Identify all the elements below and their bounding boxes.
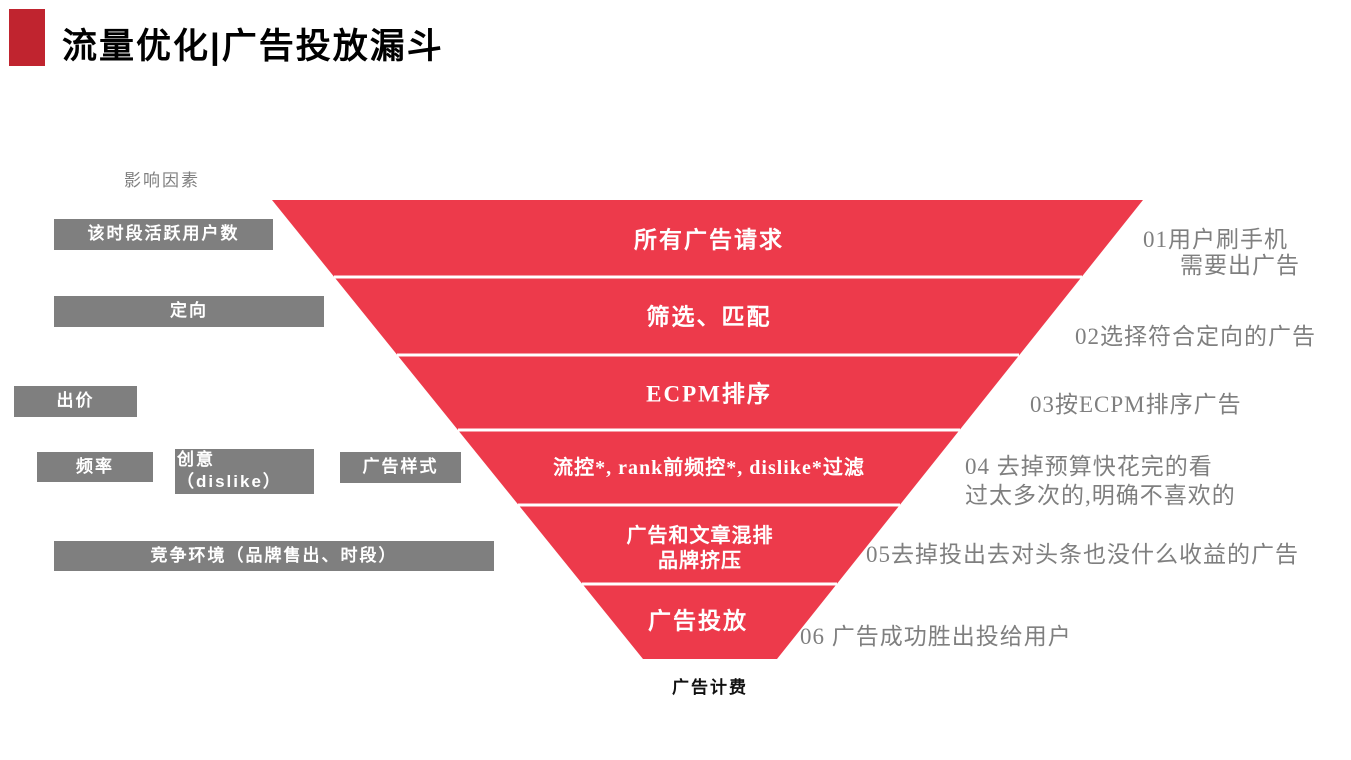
funnel-layer-2-label: 筛选、匹配 xyxy=(647,304,772,330)
factor-box-active-users: 该时段活跃用户数 xyxy=(54,219,273,250)
annotation-01-line1: 01用户刷手机 xyxy=(1143,227,1288,252)
title-accent-square xyxy=(9,9,45,66)
factor-box-bid: 出价 xyxy=(14,386,137,417)
annotation-05: 05去掉投出去对头条也没什么收益的广告 xyxy=(866,542,1299,567)
factor-box-competition: 竞争环境（品牌售出、时段） xyxy=(54,541,494,571)
annotation-03: 03按ECPM排序广告 xyxy=(1030,392,1242,417)
funnel-layer-1-label: 所有广告请求 xyxy=(634,227,784,253)
factor-label: 出价 xyxy=(56,391,95,411)
page-title: 流量优化|广告投放漏斗 xyxy=(62,27,444,66)
factor-label: 频率 xyxy=(76,456,114,476)
funnel-layer-4-label: 流控*, rank前频控*, dislike*过滤 xyxy=(553,455,865,479)
factor-label: 该时段活跃用户数 xyxy=(87,224,240,244)
funnel-layer-3-label: ECPM排序 xyxy=(646,381,772,407)
factor-label: 创意 xyxy=(177,450,215,469)
factor-box-ad-style: 广告样式 xyxy=(340,452,461,483)
annotation-02: 02选择符合定向的广告 xyxy=(1075,324,1316,349)
annotation-04-line2: 过太多次的,明确不喜欢的 xyxy=(965,483,1236,508)
factor-label-line2: （dislike） xyxy=(177,472,282,491)
funnel-layer-6-label: 广告投放 xyxy=(648,608,748,634)
funnel-layer-5-label: 广告和文章混排 xyxy=(627,523,774,547)
factor-label: 广告样式 xyxy=(362,457,439,477)
annotation-04-line1: 04 去掉预算快花完的看 xyxy=(965,454,1213,479)
factors-heading: 影响因素 xyxy=(124,171,200,190)
factor-box-frequency: 频率 xyxy=(37,452,153,482)
factor-box-creative-dislike: 创意 （dislike） xyxy=(175,449,314,494)
factor-label: 竞争环境（品牌售出、时段） xyxy=(150,545,398,565)
annotation-01-line2: 需要出广告 xyxy=(1180,253,1300,278)
funnel-layer-5-label-line2: 品牌挤压 xyxy=(658,548,742,572)
factor-box-targeting: 定向 xyxy=(54,296,324,327)
factor-label: 定向 xyxy=(170,301,208,321)
funnel-caption: 广告计费 xyxy=(672,678,748,697)
annotation-06: 06 广告成功胜出投给用户 xyxy=(800,624,1072,649)
